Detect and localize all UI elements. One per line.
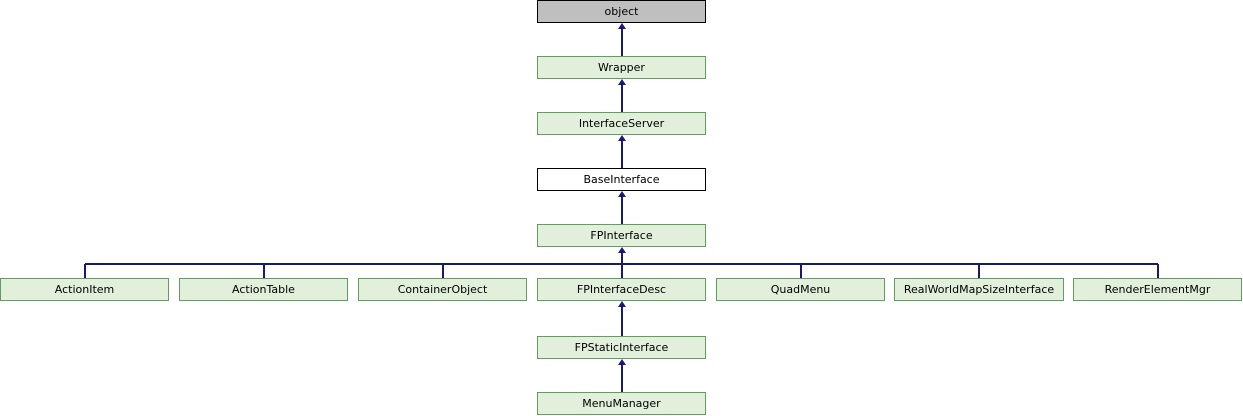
edge-quadmenu-to-fpinterface (800, 264, 802, 278)
class-node-renderelementmgr[interactable]: RenderElementMgr (1073, 278, 1242, 301)
class-node-fpstaticinterface[interactable]: FPStaticInterface (537, 336, 706, 359)
arrowhead-object (618, 23, 626, 29)
class-node-label: ContainerObject (397, 283, 488, 296)
class-node-label: FPInterfaceDesc (576, 283, 667, 296)
edge-fpinterface-to-baseinterface (621, 197, 623, 224)
class-node-label: InterfaceServer (578, 117, 665, 130)
class-node-label: RealWorldMapSizeInterface (903, 283, 1055, 296)
edge-fpinterfacedesc-to-fpinterface (621, 264, 623, 278)
arrowhead-fpinterface (618, 247, 626, 253)
class-node-label: BaseInterface (583, 173, 660, 186)
class-node-baseinterface[interactable]: BaseInterface (537, 168, 706, 191)
edge-actionitem-to-fpinterface (84, 264, 86, 278)
class-node-actionitem[interactable]: ActionItem (0, 278, 169, 301)
class-node-label: ActionItem (54, 283, 115, 296)
class-node-label: Wrapper (598, 61, 645, 74)
edge-realworldmapsizeinterface-to-fpinterface (978, 264, 980, 278)
edge-renderelementmgr-to-fpinterface (1157, 264, 1159, 278)
edge-interfaceserver-to-wrapper (621, 85, 623, 112)
class-node-quadmenu[interactable]: QuadMenu (716, 278, 885, 301)
class-node-label: object (604, 5, 639, 18)
class-node-fpinterfacedesc[interactable]: FPInterfaceDesc (537, 278, 706, 301)
class-node-label: QuadMenu (770, 283, 831, 296)
class-node-object[interactable]: object (537, 0, 706, 23)
class-node-containerobject[interactable]: ContainerObject (358, 278, 527, 301)
edge-menumanager-to-fpstaticinterface (621, 365, 623, 392)
edge-bus-to-fpinterface (621, 253, 623, 264)
class-node-menumanager[interactable]: MenuManager (537, 392, 706, 415)
class-node-realworldmapsizeinterface[interactable]: RealWorldMapSizeInterface (894, 278, 1064, 301)
edge-wrapper-to-object (621, 29, 623, 56)
edge-actiontable-to-fpinterface (263, 264, 265, 278)
class-node-label: FPInterface (590, 229, 653, 242)
arrowhead-interfaceserver (618, 135, 626, 141)
class-node-label: RenderElementMgr (1104, 283, 1211, 296)
edge-containerobject-to-fpinterface (442, 264, 444, 278)
arrowhead-fpstaticinterface (618, 359, 626, 365)
class-node-label: ActionTable (232, 283, 295, 296)
arrowhead-baseinterface (618, 191, 626, 197)
class-node-interfaceserver[interactable]: InterfaceServer (537, 112, 706, 135)
edge-fpstaticinterface-to-fpinterfacedesc (621, 307, 623, 336)
arrowhead-fpinterfacedesc (618, 301, 626, 307)
class-node-wrapper[interactable]: Wrapper (537, 56, 706, 79)
class-node-actiontable[interactable]: ActionTable (179, 278, 348, 301)
class-node-label: FPStaticInterface (574, 341, 669, 354)
edge-baseinterface-to-interfaceserver (621, 141, 623, 168)
class-node-fpinterface[interactable]: FPInterface (537, 224, 706, 247)
arrowhead-wrapper (618, 79, 626, 85)
class-node-label: MenuManager (582, 397, 661, 410)
